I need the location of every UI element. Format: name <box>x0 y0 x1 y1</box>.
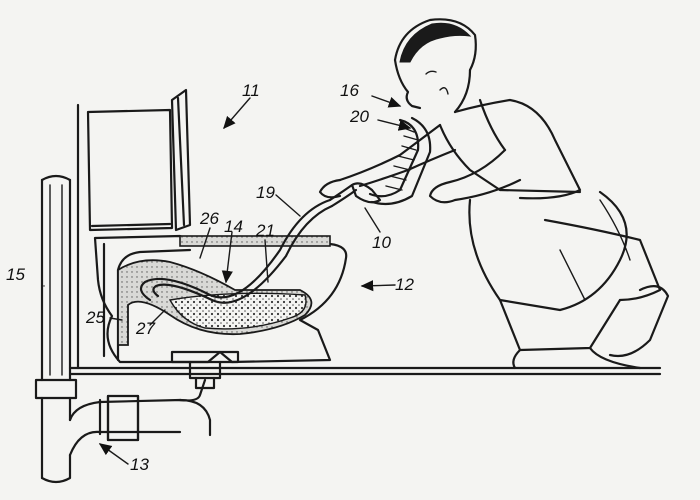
label-11: 11 <box>242 81 260 100</box>
label-12: 12 <box>395 275 414 294</box>
label-25: 25 <box>85 308 105 327</box>
leader-lines <box>43 95 412 465</box>
branch-pipe <box>68 378 212 457</box>
coiled-tube <box>350 116 432 206</box>
sewer-tape <box>139 198 334 304</box>
label-16: 16 <box>340 81 359 100</box>
label-10: 10 <box>372 233 391 252</box>
label-15: 15 <box>6 265 25 284</box>
soil-pipe <box>34 174 78 484</box>
floor <box>68 103 662 376</box>
label-13: 13 <box>130 455 149 474</box>
label-26: 26 <box>199 209 219 228</box>
label-14: 14 <box>224 217 243 236</box>
water-closet <box>86 88 348 390</box>
label-21: 21 <box>255 221 275 240</box>
operator-figure <box>318 18 670 370</box>
reference-numerals: 11 16 20 19 26 14 21 10 12 15 25 27 13 <box>6 81 414 474</box>
label-19: 19 <box>256 183 275 202</box>
label-20: 20 <box>349 107 369 126</box>
label-27: 27 <box>135 319 155 338</box>
